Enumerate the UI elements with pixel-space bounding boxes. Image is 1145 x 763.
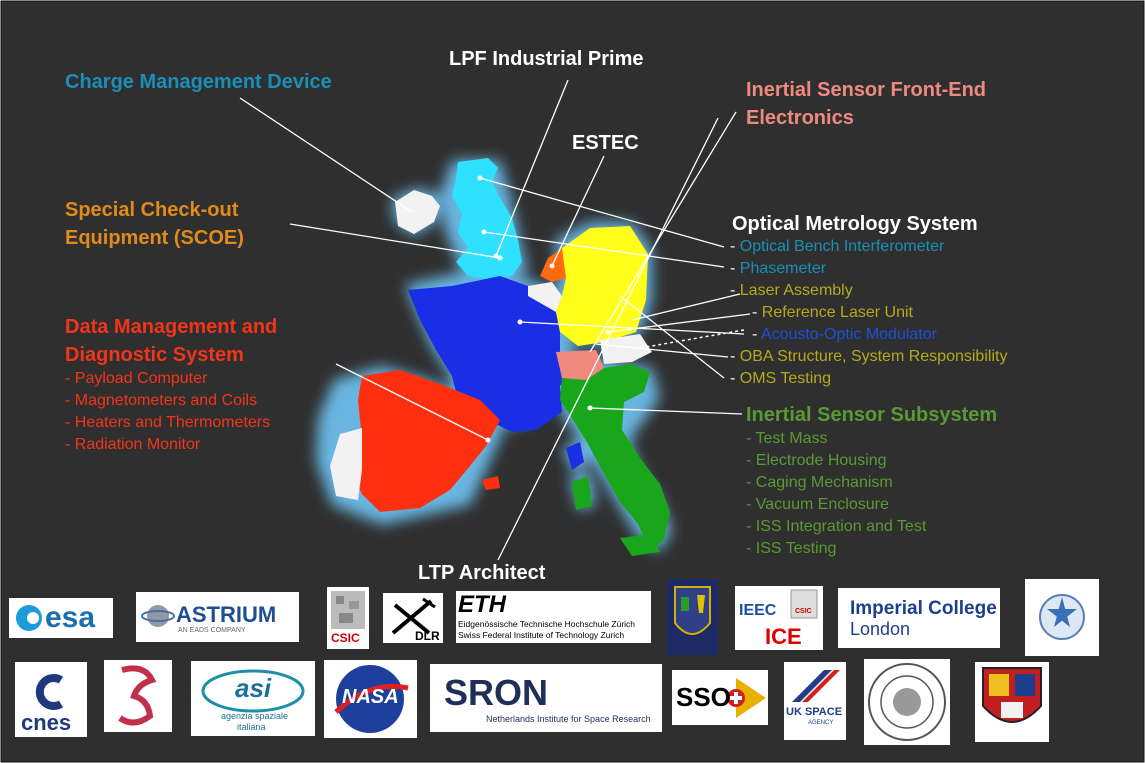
charge-management-label: Charge Management Device — [65, 71, 332, 93]
iss-item: - ISS Integration and Test — [746, 518, 927, 535]
portugal-shape — [330, 428, 362, 500]
ltp-architect-label: LTP Architect — [418, 562, 546, 584]
isfee-label-line1: Inertial Sensor Front-End — [746, 79, 987, 101]
oms-item: - Acousto-Optic Modulator — [752, 326, 937, 343]
dmd-item: - Radiation Monitor — [65, 436, 201, 453]
france-shape — [408, 276, 572, 432]
ireland-shape — [395, 190, 440, 234]
iss-item: - Test Mass — [746, 430, 828, 447]
pointer-lines — [239, 79, 751, 561]
belgium-shape — [528, 282, 562, 312]
oms-item: - Laser Assembly — [730, 282, 853, 299]
scoe-label-line2: Equipment (SCOE) — [65, 227, 244, 249]
iss-item: - Electrode Housing — [746, 452, 887, 469]
oms-item: - Reference Laser Unit — [752, 304, 913, 321]
csic-logo: CSIC — [327, 587, 369, 649]
oms-item: - Optical Bench Interferometer — [730, 238, 945, 255]
scoe-label-line1: Special Check-out — [65, 199, 239, 221]
estec-label: ESTEC — [572, 132, 639, 154]
lpf-industrial-prime-label: LPF Industrial Prime — [449, 48, 644, 70]
germany-shape — [556, 226, 648, 346]
spain-shape — [350, 370, 500, 512]
balearic-shape — [482, 476, 500, 490]
isfee-label-line2: Electronics — [746, 107, 854, 129]
oms-item: - OBA Structure, System Responsibility — [730, 348, 1008, 365]
uk-shape — [452, 158, 522, 280]
dmd-label-line2: Diagnostic System — [65, 344, 244, 366]
nasa-logo: NASA — [324, 660, 417, 738]
austria-shape — [600, 334, 652, 364]
university-shield-logo — [975, 662, 1049, 742]
iss-item: - Caging Mechanism — [746, 474, 893, 491]
italy-shape — [560, 364, 670, 550]
star-emblem-logo — [1025, 579, 1099, 656]
red-emblem-logo — [104, 660, 172, 732]
oms-label: Optical Metrology System — [732, 213, 978, 235]
sron-logo: SRON Netherlands Institute for Space Res… — [430, 664, 662, 732]
athens-university-seal-logo — [864, 659, 950, 745]
oms-item: - Phasemeter — [730, 260, 827, 277]
dmd-item: - Heaters and Thermometers — [65, 414, 271, 431]
imperial-college-logo: Imperial College London — [838, 588, 1000, 648]
sso-logo: SSO — [672, 670, 768, 725]
eth-logo: ETH Eidgenössische Technische Hochschule… — [456, 591, 651, 643]
astrium-logo: ASTRIUM AN EADS COMPANY — [136, 592, 299, 642]
iss-label: Inertial Sensor Subsystem — [746, 404, 998, 426]
dlr-logo: DLR — [383, 593, 443, 643]
university-crest-logo — [667, 579, 718, 655]
cnes-logo: cnes — [15, 662, 87, 737]
sicily-shape — [620, 534, 660, 556]
esa-logo: esa — [9, 598, 113, 638]
sardinia-shape — [572, 476, 592, 510]
dmd-label-line1: Data Management and — [65, 316, 278, 338]
dmd-item: - Payload Computer — [65, 370, 208, 387]
oms-item: - OMS Testing — [730, 370, 832, 387]
iss-item: - ISS Testing — [746, 540, 837, 557]
iss-item: - Vacuum Enclosure — [746, 496, 889, 513]
asi-logo: asi agenzia spaziale italiana — [191, 661, 315, 736]
arrowheads — [477, 175, 611, 443]
ieec-ice-logo: IEEC CSIC ICE — [735, 586, 823, 650]
dmd-item: - Magnetometers and Coils — [65, 392, 258, 409]
corsica-shape — [566, 442, 584, 470]
uk-space-agency-logo: UK SPACE AGENCY — [784, 662, 846, 740]
